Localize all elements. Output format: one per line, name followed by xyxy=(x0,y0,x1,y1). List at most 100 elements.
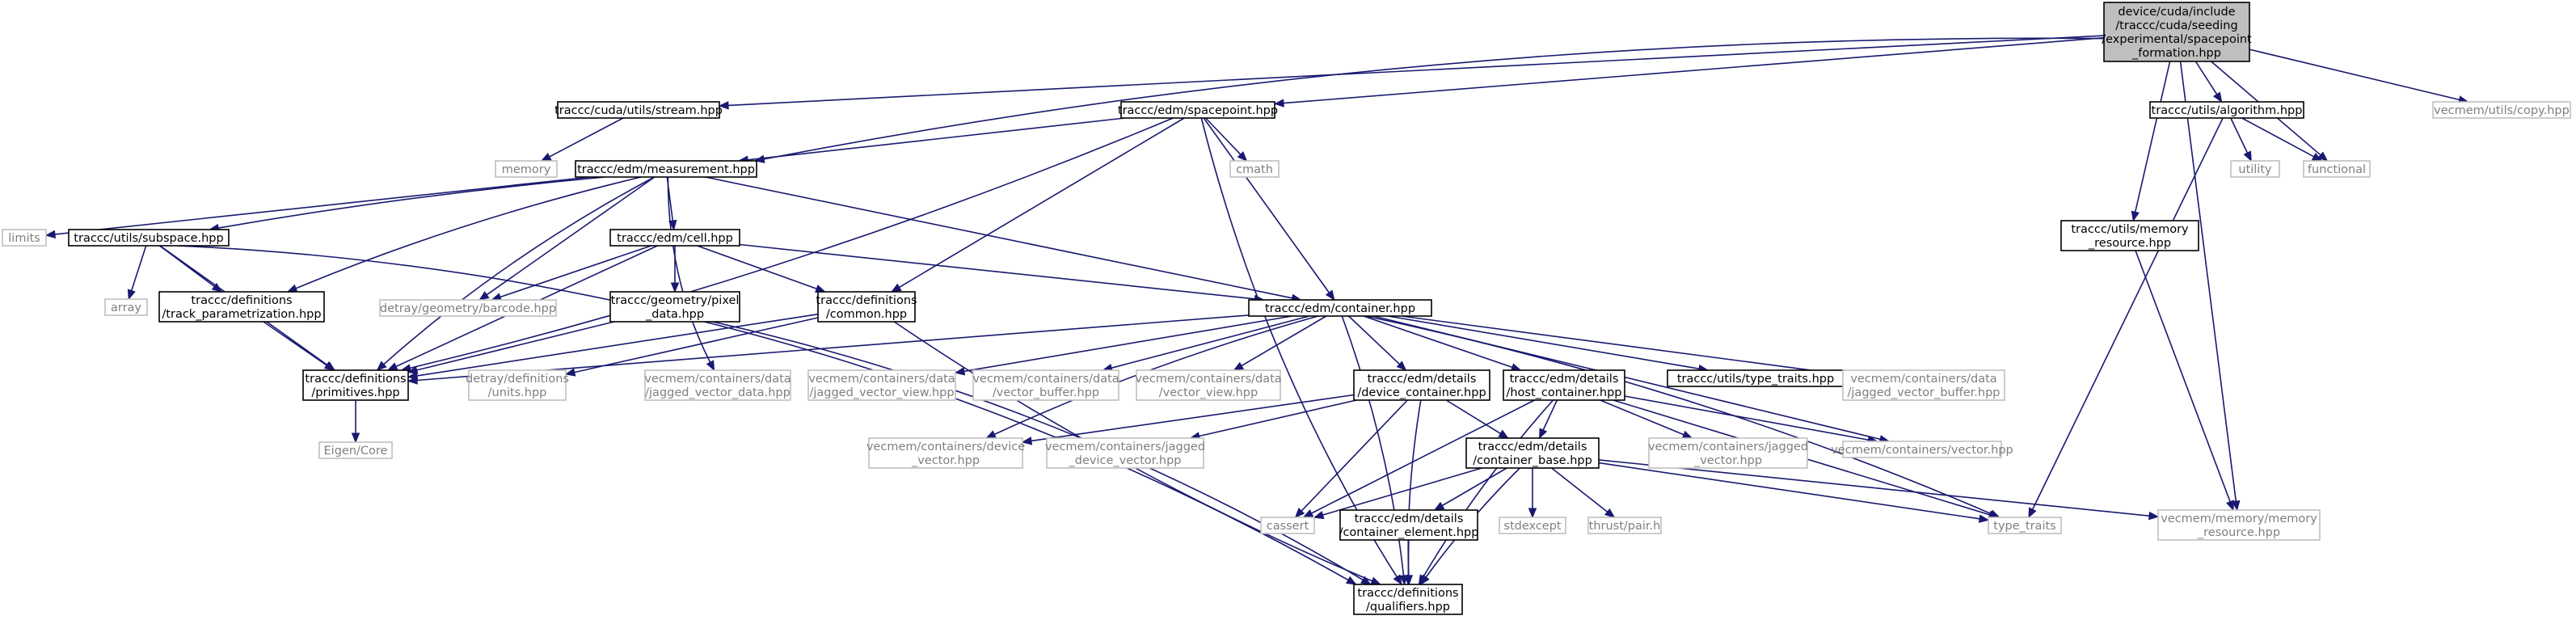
node-box xyxy=(1503,369,1625,401)
edge-contbase-to-typetraits xyxy=(1598,462,1980,520)
arrowhead-cell-to-primitives xyxy=(386,362,398,371)
node-box xyxy=(158,291,325,323)
arrowhead-devcont-to-contbase xyxy=(1498,429,1509,439)
node-vector: vecmem/containers/vector.hpp xyxy=(1831,441,2013,458)
node-jvbuffer: vecmem/containers/data/jagged_vector_buf… xyxy=(1842,369,2005,401)
node-label-line: stdexcept xyxy=(1503,520,1562,533)
edge-pixel-to-primitives xyxy=(416,321,614,371)
node-label-line: memory xyxy=(502,163,551,176)
arrowhead-pixel-to-qualifiers xyxy=(1360,576,1372,585)
arrowhead-pixel-to-primitives xyxy=(407,365,419,374)
node-hostcont[interactable]: traccc/edm/details/host_container.hpp xyxy=(1503,369,1625,401)
arrowhead-contbase-to-cassert xyxy=(1313,510,1325,520)
arrowhead-root-to-vmemres xyxy=(2231,500,2241,512)
node-box xyxy=(1587,517,1662,534)
edge-hostcont-to-jvector xyxy=(1600,399,1684,436)
edge-cell-to-common xyxy=(697,245,817,290)
node-label-line: vecmem/utils/copy.hpp xyxy=(2434,104,2570,117)
node-pixel[interactable]: traccc/geometry/pixel_data.hpp xyxy=(609,291,740,323)
arrowhead-measurement-to-jvdata xyxy=(706,360,715,372)
edge-hostcont-to-qualifiers xyxy=(1423,399,1554,577)
node-container[interactable]: traccc/edm/container.hpp xyxy=(1248,299,1432,317)
node-box xyxy=(644,369,791,401)
node-spacepoint[interactable]: traccc/edm/spacepoint.hpp xyxy=(1118,101,1278,119)
node-label-line: utility xyxy=(2238,163,2272,176)
node-box xyxy=(972,369,1119,401)
node-label-line: /device_container.hpp xyxy=(1357,386,1486,399)
node-label-line: traccc/utils/type_traits.hpp xyxy=(1677,373,1834,386)
arrowhead-cell-to-pixel xyxy=(670,282,680,293)
node-algorithm[interactable]: traccc/utils/algorithm.hpp xyxy=(2149,101,2304,119)
arrowhead-hostcont-to-contbase xyxy=(1539,428,1548,440)
node-label-line: vecmem/containers/data xyxy=(808,373,955,386)
node-label-line: type_traits xyxy=(1993,520,2055,533)
edge-trackparam-to-primitives xyxy=(263,321,327,366)
node-label-line: cmath xyxy=(1236,163,1273,176)
node-label-line: /qualifiers.hpp xyxy=(1366,601,1450,614)
node-box xyxy=(468,369,567,401)
node-subspace[interactable]: traccc/utils/subspace.hpp xyxy=(68,229,230,247)
node-jvector: vecmem/containers/jagged_vector.hpp xyxy=(1648,437,1808,469)
node-label-line: vecmem/containers/data xyxy=(1135,373,1281,386)
node-label-line: /jagged_vector_view.hpp xyxy=(809,386,954,399)
node-jdevvector: vecmem/containers/jagged_device_vector.h… xyxy=(1045,437,1205,469)
edge-hostcont-to-cassert xyxy=(1311,399,1535,514)
arrowhead-measurement-to-barcode xyxy=(479,291,490,301)
edge-container-to-vbuffer xyxy=(1111,315,1310,369)
edge-container-to-jvbuffer xyxy=(1401,315,1835,374)
node-box xyxy=(1260,517,1315,534)
node-box xyxy=(817,291,916,323)
node-label-line: traccc/edm/container.hpp xyxy=(1265,302,1415,315)
node-box xyxy=(1229,160,1280,178)
node-box xyxy=(1842,441,2002,458)
node-typetraitsu[interactable]: traccc/utils/type_traits.hpp xyxy=(1667,369,1845,387)
node-array: array xyxy=(104,298,148,316)
node-trackparam[interactable]: traccc/definitions/track_parametrization… xyxy=(158,291,325,323)
edge-spacepoint-to-measurement xyxy=(748,117,1125,161)
node-limits: limits xyxy=(2,229,47,247)
node-label-line: _resource.hpp xyxy=(2088,237,2171,250)
edge-measurement-to-trackparam xyxy=(295,176,642,289)
arrowhead-devcont-to-devvector xyxy=(1021,437,1033,445)
node-label-line: _vector.hpp xyxy=(1693,454,1762,467)
node-root[interactable]: device/cuda/include/traccc/cuda/seeding/… xyxy=(2102,2,2252,62)
edge-root-to-measurement xyxy=(763,37,2105,160)
node-label-line: traccc/utils/memory xyxy=(2071,223,2189,236)
node-contbase[interactable]: traccc/edm/details/container_base.hpp xyxy=(1465,437,1600,469)
arrowhead-container-to-jvview xyxy=(954,367,966,376)
node-devcont[interactable]: traccc/edm/details/device_container.hpp xyxy=(1353,369,1490,401)
arrowhead-subspace-to-trackparam xyxy=(211,282,223,293)
node-label-line: /primitives.hpp xyxy=(311,386,399,399)
node-primitives[interactable]: traccc/definitions/primitives.hpp xyxy=(302,369,409,401)
node-label-line: traccc/utils/subspace.hpp xyxy=(74,232,223,245)
arrowhead-hostcont-to-cassert xyxy=(1302,509,1314,518)
node-label-line: vecmem/memory/memory xyxy=(2161,512,2317,525)
edge-container-to-vview xyxy=(1241,315,1327,367)
node-stream[interactable]: traccc/cuda/utils/stream.hpp xyxy=(554,101,723,119)
arrowhead-contbase-to-qualifiers xyxy=(1419,574,1430,586)
node-memres[interactable]: traccc/utils/memory_resource.hpp xyxy=(2060,220,2199,251)
node-common[interactable]: traccc/definitions/common.hpp xyxy=(816,291,917,323)
edge-spacepoint-to-common xyxy=(899,117,1185,289)
node-label-line: vecmem/containers/jagged xyxy=(1648,441,1808,453)
edge-root-to-memres xyxy=(2134,61,2171,213)
arrowhead-measurement-to-limits xyxy=(44,230,56,239)
node-copy: vecmem/utils/copy.hpp xyxy=(2432,101,2571,119)
node-label-line: vecmem/containers/data xyxy=(644,373,791,386)
arrowhead-measurement-to-trackparam xyxy=(286,284,298,293)
arrowhead-subspace-to-qualifiers xyxy=(1345,576,1357,585)
node-barcode: detray/geometry/barcode.hpp xyxy=(379,299,557,317)
node-label-line: _formation.hpp xyxy=(2131,47,2221,60)
node-qualifiers[interactable]: traccc/definitions/qualifiers.hpp xyxy=(1353,584,1463,615)
node-label-line: thrust/pair.h xyxy=(1589,520,1661,533)
edge-container-to-devvector xyxy=(993,315,1319,436)
node-contelem[interactable]: traccc/edm/details/container_element.hpp xyxy=(1339,509,1479,541)
node-box xyxy=(1353,369,1490,401)
edge-stream-to-memory xyxy=(549,117,624,158)
node-units: detray/definitions/units.hpp xyxy=(466,369,569,401)
node-measurement[interactable]: traccc/edm/measurement.hpp xyxy=(575,160,757,178)
node-cell[interactable]: traccc/edm/cell.hpp xyxy=(609,229,740,247)
node-label-line: detray/definitions xyxy=(466,373,569,386)
node-box xyxy=(1988,517,2062,534)
arrowhead-container-to-devvector xyxy=(985,430,997,439)
